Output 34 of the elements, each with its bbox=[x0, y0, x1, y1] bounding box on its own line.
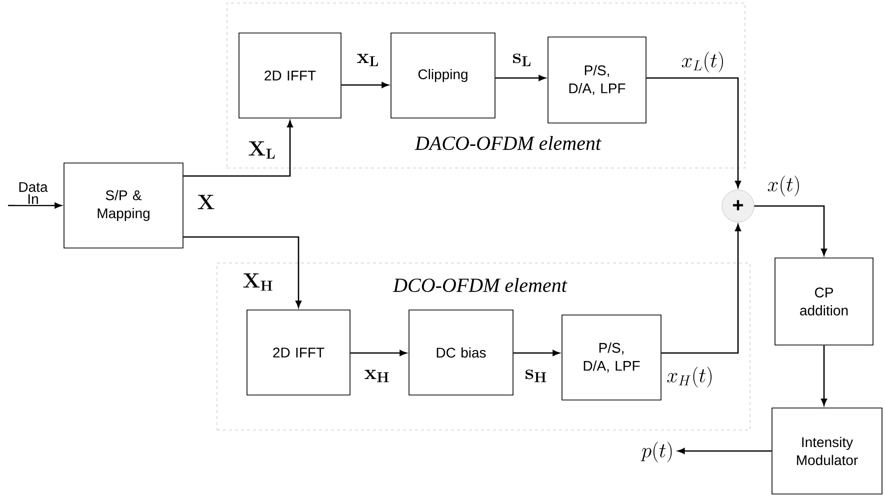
process-box: 2D IFFT bbox=[238, 32, 342, 118]
process-box: S/P & Mapping bbox=[64, 162, 184, 248]
arrow bbox=[754, 205, 827, 256]
signal-label: $\mathbf{s}_{\mathbf{H}}$ bbox=[524, 368, 548, 384]
edge-label: Data In bbox=[15, 181, 51, 205]
process-box: CP addition bbox=[774, 258, 874, 346]
arrow bbox=[646, 77, 741, 188]
arrow bbox=[678, 448, 772, 454]
arrow bbox=[495, 75, 546, 81]
signal-label: $x_H(t)$ bbox=[666, 366, 714, 388]
signal-label: $\mathbf{s}_{\mathbf{L}}$ bbox=[511, 52, 533, 68]
signal-label: $\mathbf{x}_{\mathbf{L}}$ bbox=[356, 52, 380, 68]
arrow bbox=[183, 236, 302, 308]
signal-label: $\mathbf{X}$ bbox=[198, 194, 214, 210]
arrow bbox=[350, 350, 407, 356]
process-box: 2D IFFT bbox=[246, 310, 350, 396]
signal-label: $x(t)$ bbox=[766, 174, 802, 198]
summing-junction: + bbox=[722, 190, 754, 222]
arrow bbox=[513, 350, 560, 356]
signal-label: $x_L(t)$ bbox=[680, 50, 726, 74]
arrow bbox=[661, 224, 741, 354]
arrow bbox=[8, 202, 62, 208]
signal-label: $\mathbf{x}_{\mathbf{H}}$ bbox=[363, 368, 391, 384]
process-box: Intensity Modulator bbox=[772, 408, 882, 494]
process-box: P/S, D/A, LPF bbox=[548, 36, 646, 124]
signal-label: $\mathbf{X}_{\mathbf{L}}$ bbox=[247, 140, 277, 160]
arrow bbox=[821, 345, 827, 406]
arrow bbox=[341, 82, 389, 88]
arrow bbox=[183, 120, 293, 177]
signal-label: $\mathbf{X}_{\mathbf{H}}$ bbox=[242, 272, 274, 292]
process-box: Clipping bbox=[390, 32, 496, 118]
process-box: DC bias bbox=[408, 310, 514, 396]
output-signal: $p(t)$ bbox=[640, 442, 672, 462]
process-box: P/S, D/A, LPF bbox=[562, 314, 662, 400]
